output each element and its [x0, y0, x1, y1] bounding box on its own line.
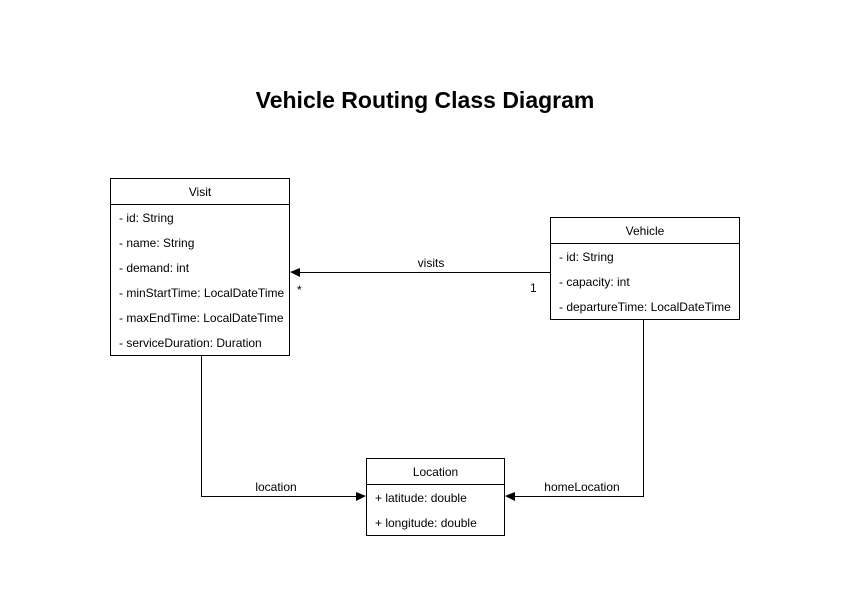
- class-name-visit: Visit: [111, 179, 289, 205]
- class-attribute: - name: String: [119, 235, 195, 250]
- edge-location-vline: [201, 356, 202, 497]
- edge-visits-target-multiplicity: *: [297, 283, 302, 297]
- class-attributes-location: + latitude: double + longitude: double: [367, 485, 504, 535]
- class-attributes-vehicle: - id: String - capacity: int - departure…: [551, 244, 739, 319]
- class-attributes-visit: - id: String - name: String - demand: in…: [111, 205, 289, 355]
- edge-homelocation-label: homeLocation: [542, 480, 622, 494]
- class-attribute: + latitude: double: [375, 490, 467, 505]
- edge-visits-source-multiplicity: 1: [530, 281, 537, 295]
- class-attribute: - departureTime: LocalDateTime: [559, 299, 731, 314]
- arrowhead-left-icon: [290, 268, 300, 277]
- class-box-visit: Visit - id: String - name: String - dema…: [110, 178, 290, 356]
- arrowhead-right-icon: [356, 492, 366, 501]
- class-attribute: + longitude: double: [375, 515, 477, 530]
- diagram-title: Vehicle Routing Class Diagram: [255, 87, 595, 113]
- edge-location-hline: [201, 496, 357, 497]
- class-attribute: - serviceDuration: Duration: [119, 335, 262, 350]
- edge-location-label: location: [253, 480, 299, 494]
- arrowhead-left-icon: [505, 492, 515, 501]
- edge-homelocation-hline: [515, 496, 644, 497]
- class-box-location: Location + latitude: double + longitude:…: [366, 458, 505, 536]
- edge-visits-label: visits: [415, 256, 447, 270]
- class-name-vehicle: Vehicle: [551, 218, 739, 244]
- class-name-location: Location: [367, 459, 504, 485]
- class-attribute: - minStartTime: LocalDateTime: [119, 285, 285, 300]
- edge-visits-line: [299, 272, 550, 273]
- class-attribute: - maxEndTime: LocalDateTime: [119, 310, 284, 325]
- class-box-vehicle: Vehicle - id: String - capacity: int - d…: [550, 217, 740, 320]
- class-attribute: - capacity: int: [559, 274, 630, 289]
- class-attribute: - id: String: [559, 249, 614, 264]
- class-attribute: - demand: int: [119, 260, 190, 275]
- class-attribute: - id: String: [119, 210, 174, 225]
- edge-homelocation-vline: [643, 320, 644, 497]
